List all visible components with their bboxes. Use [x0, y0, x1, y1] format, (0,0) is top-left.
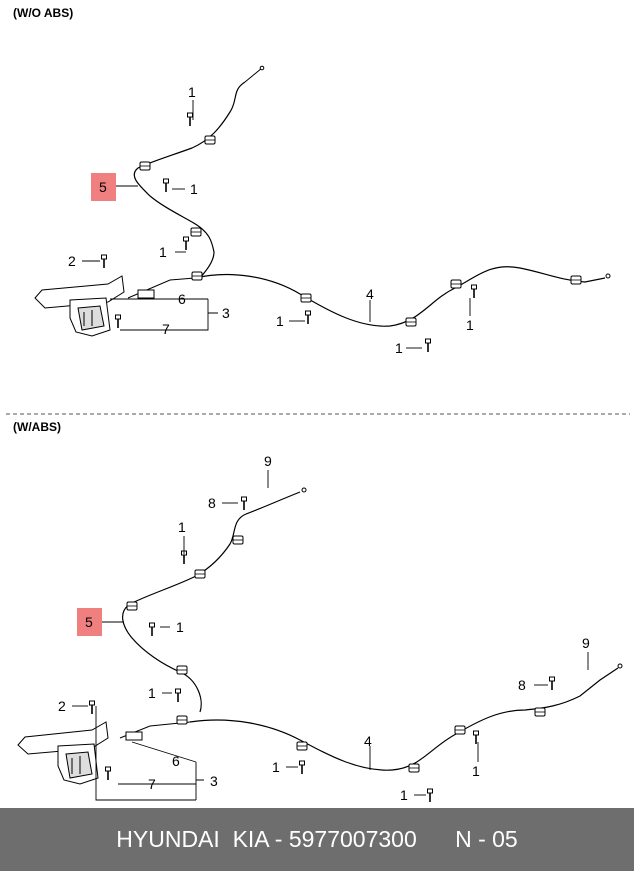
callout-bolt-1-bottom-b: 1	[400, 787, 408, 803]
callout-front-cable-5-b: 5	[85, 614, 93, 630]
callout-lever-bolt-2: 2	[68, 253, 76, 269]
callout-bolt-1-lower-b: 1	[148, 685, 156, 701]
callout-lever-assy-3-b: 3	[210, 773, 218, 789]
callout-bolt-8-top: 8	[208, 495, 216, 511]
callout-bolt-1-top: 1	[188, 84, 196, 100]
callout-equalizer-6: 6	[178, 291, 186, 307]
parking-brake-cable-diagram: 1 1 1 2 6 3 7 4 1 1 1 5	[6, 65, 630, 803]
callout-bolt-1-mid: 1	[190, 181, 198, 197]
section-label-w-abs: (W/ABS)	[13, 420, 61, 434]
callout-cable-9-top: 9	[264, 453, 272, 469]
callout-front-cable-5-highlight	[91, 173, 116, 201]
callout-bolt-1-mid-b: 1	[176, 619, 184, 635]
callout-bolt-1-lower: 1	[159, 244, 167, 260]
front-cable-w-abs	[122, 491, 301, 713]
footer-page-number: N - 05	[455, 826, 518, 852]
callout-bracket-7: 7	[162, 321, 170, 337]
callout-bolt-1-left-b: 1	[272, 759, 280, 775]
rear-cable-w-abs	[189, 667, 619, 771]
footer-bar: HYUNDAI KIA - 5977007300 N - 05	[0, 808, 634, 871]
callout-cable-9-right: 9	[582, 635, 590, 651]
parking-lever-wo-abs	[34, 275, 125, 337]
callout-equalizer-6-b: 6	[172, 753, 180, 769]
callout-rear-cable-4: 4	[366, 286, 374, 302]
callout-rear-cable-4-b: 4	[364, 733, 372, 749]
parking-lever-w-abs	[17, 721, 109, 785]
callout-bracket-7-b: 7	[148, 776, 156, 792]
callout-front-cable-5: 5	[99, 179, 107, 195]
diagram-w-abs: 9 8 1 1 1 2 6 3 7 4 1 1 5 9 8 1	[17, 453, 623, 803]
rear-cable-wo-abs	[194, 266, 606, 327]
callout-lever-assy-3: 3	[222, 305, 230, 321]
callout-lever-bolt-2-b: 2	[58, 698, 66, 714]
callout-bolt-1-top-b: 1	[178, 519, 186, 535]
callout-bolt-1-right: 1	[466, 317, 474, 333]
callout-bolt-8-right: 8	[518, 677, 526, 693]
footer-part-number: HYUNDAI KIA - 5977007300	[116, 826, 417, 852]
diagram-wo-abs: 1 1 1 2 6 3 7 4 1 1 1 5	[34, 65, 611, 356]
callout-bolt-1-bottom: 1	[395, 340, 403, 356]
callout-front-cable-5-highlight-b	[77, 608, 102, 636]
front-cable-wo-abs	[133, 81, 246, 279]
callout-bolt-1-left: 1	[276, 313, 284, 329]
section-label-wo-abs: (W/O ABS)	[13, 6, 74, 20]
callout-bolt-1-right-b: 1	[472, 763, 480, 779]
